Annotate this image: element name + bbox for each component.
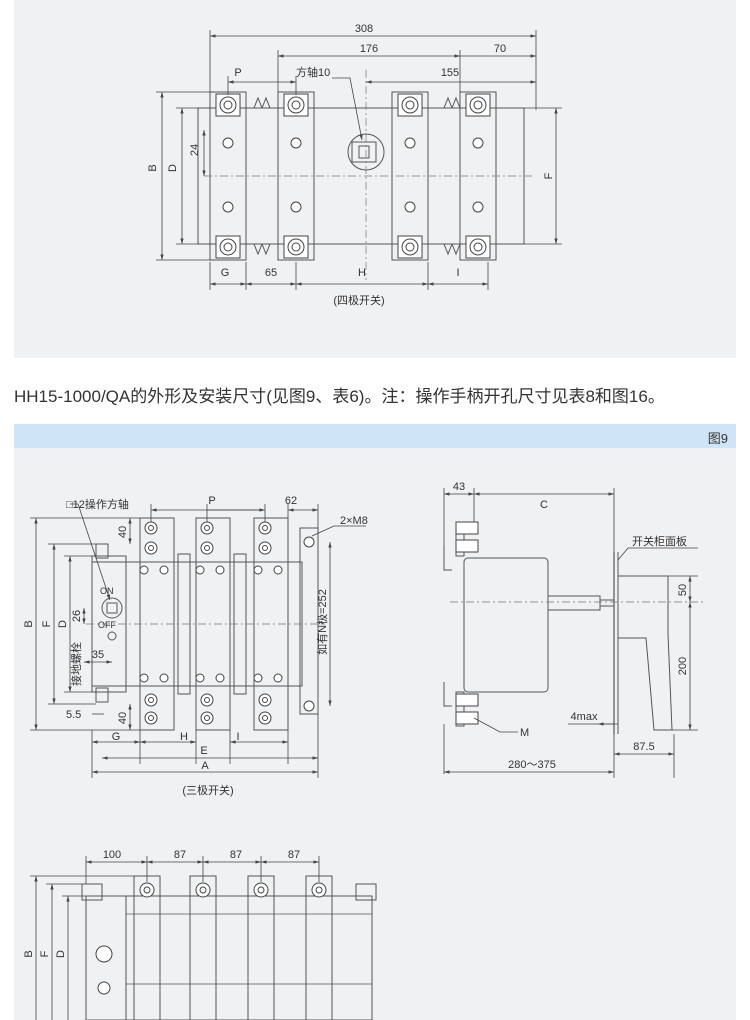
side-view (443, 521, 673, 734)
figure-header-bar: 图9 (14, 424, 736, 448)
four-pole-drawing: 308 176 70 155 P 方轴10 24 B D F G 65 H I … (147, 23, 562, 307)
label-shaft-12: □12操作方轴 (66, 497, 129, 511)
dim-g: G (221, 267, 230, 279)
dim-c: C (540, 499, 548, 511)
label-shaft: 方轴10 (296, 65, 330, 79)
four-pole-drawing-panel: 308 176 70 155 P 方轴10 24 B D F G 65 H I … (14, 0, 736, 358)
side-view-dimensions (443, 488, 698, 778)
dim-d-bottom: D (55, 950, 67, 958)
dim-50: 50 (677, 584, 689, 596)
figure-caption: HH15-1000/QA的外形及安装尺寸(见图9、表6)。注：操作手柄开孔尺寸见… (14, 387, 665, 406)
dim-24: 24 (189, 144, 201, 156)
bottom-partial-dimensions (30, 856, 320, 1020)
three-pole-drawing-panel: 图9 (14, 424, 736, 1020)
dim-65: 65 (265, 267, 277, 279)
bottom-partial-view (81, 875, 377, 1020)
figure-label: 图9 (707, 431, 728, 446)
dim-87-c: 87 (288, 849, 300, 861)
dim-i-3pole: I (236, 731, 239, 743)
dim-h-3pole: H (180, 731, 188, 743)
dim-e: E (200, 745, 207, 757)
dim-b: B (147, 164, 159, 171)
three-pole-drawing: □12操作方轴 P 62 2×M8 40 40 26 35 5.5 ON OFF… (23, 481, 704, 1020)
switch-body (197, 91, 525, 261)
label-n-pole: 如有N极=252 (315, 589, 329, 655)
dim-h: H (358, 267, 366, 279)
dim-d-3pole: D (57, 620, 69, 628)
dim-p-3pole: P (208, 495, 215, 507)
dim-i: I (456, 267, 459, 279)
dim-70: 70 (494, 43, 506, 55)
dim-total: 308 (355, 23, 373, 35)
dim-26: 26 (71, 610, 83, 622)
dim-87-b: 87 (230, 849, 242, 861)
dim-4max: 4max (571, 711, 598, 723)
dim-2m8: 2×M8 (340, 515, 368, 527)
label-cabinet-panel: 开关柜面板 (632, 534, 687, 548)
label-off: OFF (98, 620, 116, 630)
dim-40-bottom: 40 (117, 712, 129, 724)
four-pole-dimensions (156, 30, 562, 290)
dim-b-bottom: B (23, 950, 35, 957)
dim-100: 100 (103, 849, 121, 861)
dim-40-top: 40 (117, 526, 129, 538)
dim-m: M (520, 727, 529, 739)
dim-62: 62 (285, 495, 297, 507)
dim-p: P (234, 67, 241, 79)
dim-35: 35 (92, 649, 104, 661)
dim-f-bottom: F (39, 950, 51, 957)
dim-5-5: 5.5 (66, 709, 81, 721)
dim-200: 200 (677, 657, 689, 675)
dim-range: 280～375 (508, 759, 556, 771)
label-ground-bolt: 接地螺栓 (69, 642, 83, 686)
dim-43: 43 (453, 481, 465, 493)
dim-176: 176 (360, 43, 378, 55)
dim-f: F (543, 172, 555, 179)
dim-f-3pole: F (41, 620, 53, 627)
subtitle-four-pole: (四极开关) (333, 293, 384, 307)
dim-87-5: 87.5 (633, 741, 654, 753)
dim-g-3pole: G (112, 731, 121, 743)
subtitle-three-pole: (三极开关) (182, 783, 233, 797)
three-pole-dimensions (30, 503, 366, 778)
label-on: ON (100, 586, 114, 596)
dim-d: D (167, 164, 179, 172)
dim-87-a: 87 (174, 849, 186, 861)
dim-a: A (201, 760, 209, 772)
dim-b-3pole: B (23, 620, 35, 627)
dim-155: 155 (441, 67, 459, 79)
